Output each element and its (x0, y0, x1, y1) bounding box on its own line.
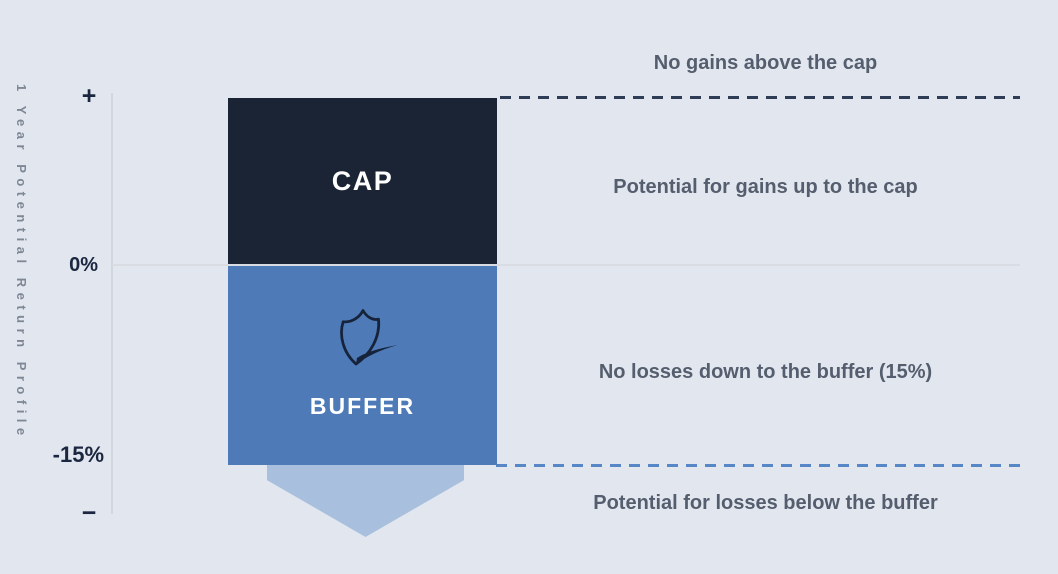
y-axis-line (111, 93, 113, 514)
annotation-no-losses-to-buffer: No losses down to the buffer (15%) (598, 361, 933, 383)
cap-label: CAP (331, 165, 394, 196)
buffer-dashed-line (496, 464, 1020, 467)
buffer-region-box: BUFFER (228, 266, 497, 465)
annotation-gains-up-to-cap: Potential for gains up to the cap (613, 176, 918, 198)
y-axis-label: 1 Year Potential Return Profile (14, 84, 29, 441)
downside-arrow-icon (267, 465, 464, 537)
buffer-label: BUFFER (309, 393, 416, 419)
zero-percent-line (112, 264, 1020, 266)
axis-tick-zero: 0% (69, 254, 98, 276)
annotation-no-gains-above-cap: No gains above the cap (653, 52, 878, 74)
axis-minus-symbol: − (81, 499, 97, 527)
cap-dashed-line (500, 96, 1020, 99)
axis-plus-symbol: + (81, 82, 97, 110)
axis-tick-buffer: -15% (52, 442, 104, 467)
annotation-losses-below-buffer: Potential for losses below the buffer (593, 492, 938, 514)
cap-region-box: CAP (228, 98, 497, 264)
shield-icon (325, 306, 401, 372)
